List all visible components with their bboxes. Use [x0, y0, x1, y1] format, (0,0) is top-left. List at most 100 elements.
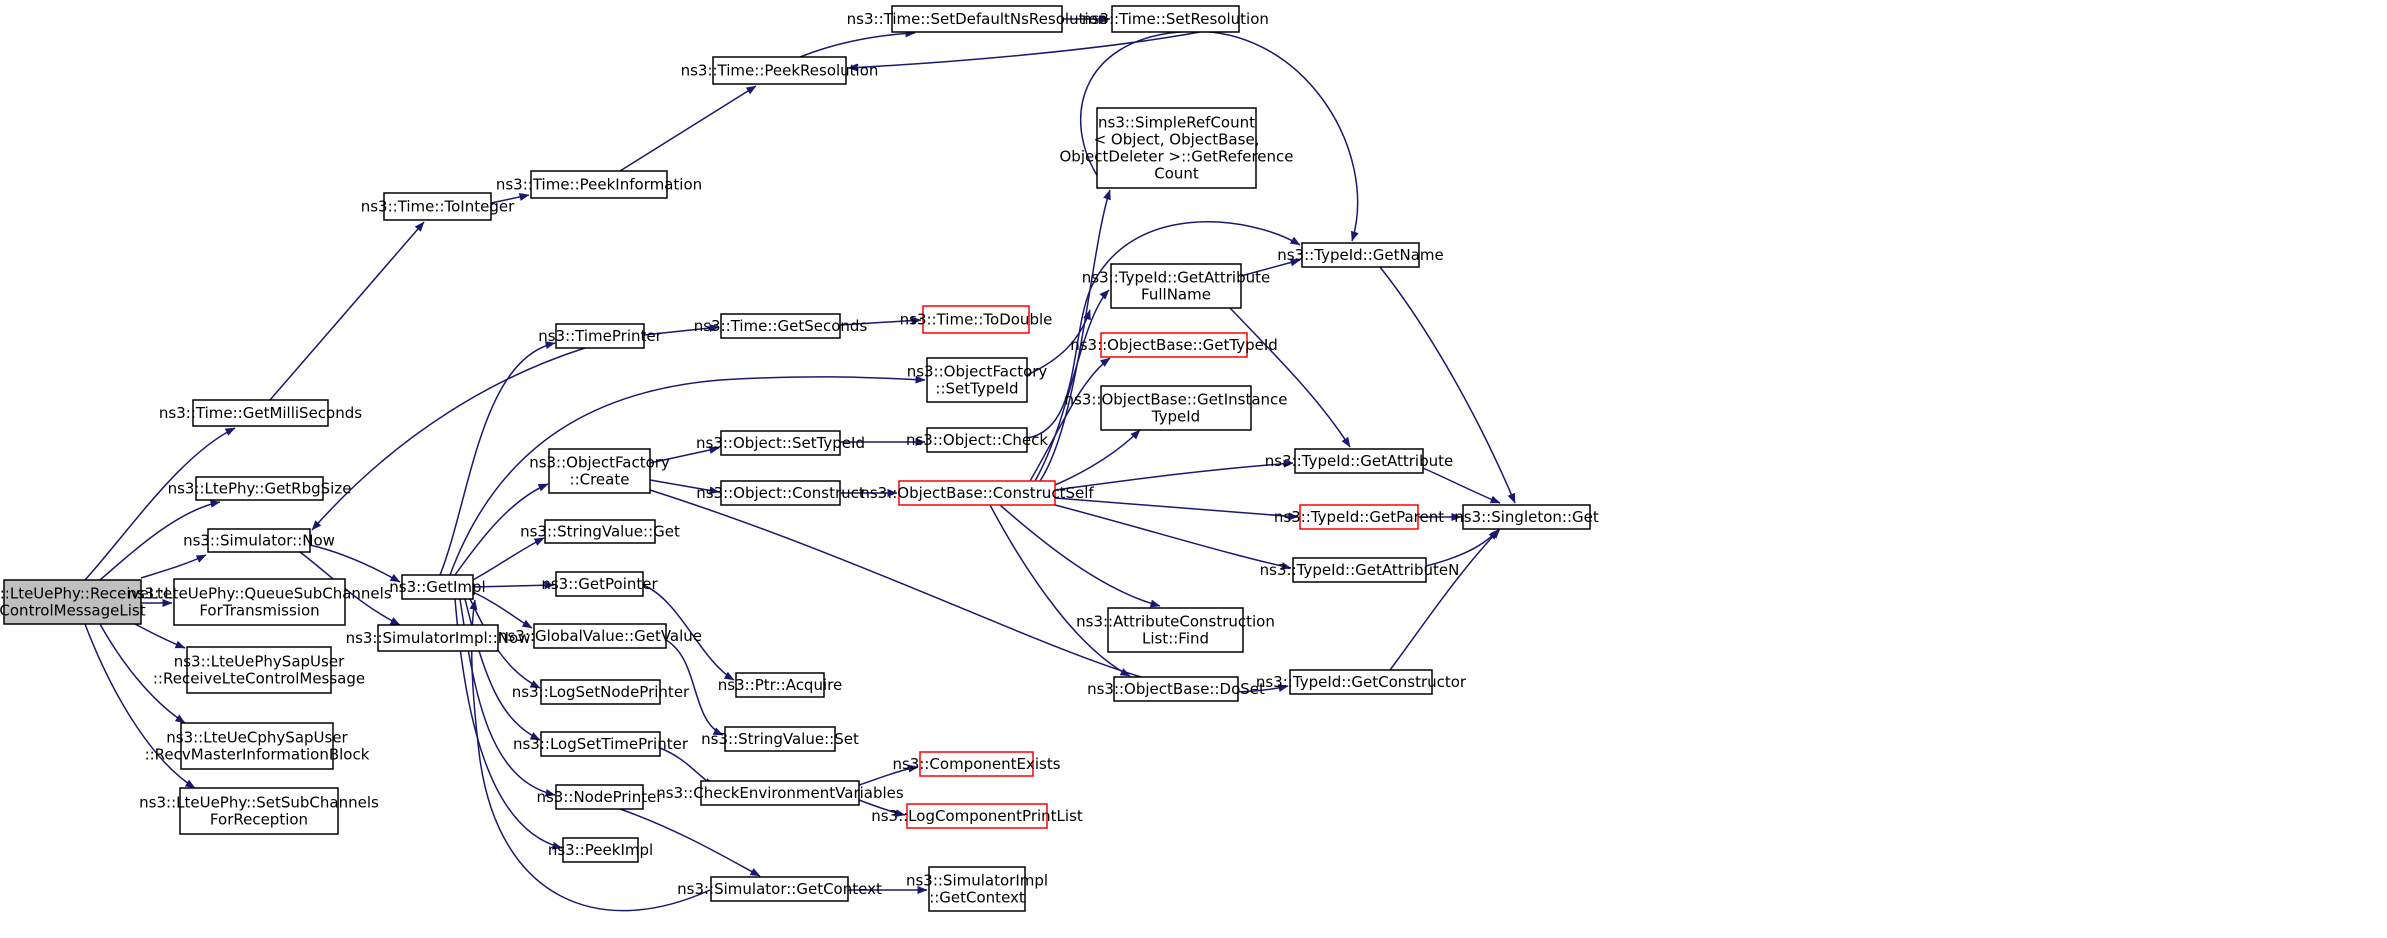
function-node-singletonget[interactable]: ns3::Singleton::Get	[1454, 504, 1599, 530]
function-node-label: ns3::TimePrinter	[538, 327, 662, 345]
function-node-box	[1111, 5, 1240, 33]
function-node-label: ForTransmission	[199, 602, 319, 620]
function-node-peekimpl[interactable]: ns3::PeekImpl	[548, 837, 653, 863]
function-node-rbgsize[interactable]: ns3::LtePhy::GetRbgSize	[168, 476, 352, 501]
function-node-box	[1299, 504, 1419, 530]
call-edge-constructself-to-attrconsfind	[999, 504, 1161, 608]
function-node-queuesub[interactable]: ns3::LteUePhy::QueueSubChannelsForTransm…	[127, 578, 392, 626]
function-node-nodeprinter[interactable]: ns3::NodePrinter	[536, 784, 663, 810]
function-node-timeprinter[interactable]: ns3::TimePrinter	[538, 323, 663, 349]
function-node-label: ns3::Object::Check	[906, 431, 1048, 449]
function-node-logcomplist[interactable]: ns3::LogComponentPrintList	[871, 803, 1083, 829]
function-node-getimpl[interactable]: ns3::GetImpl	[389, 574, 486, 600]
function-node-setres[interactable]: ns3::Time::SetResolution	[1082, 5, 1269, 33]
call-edge-tidgetctor-to-singletonget	[1389, 528, 1501, 671]
function-node-tidgetparent[interactable]: ns3::TypeId::GetParent	[1274, 504, 1444, 530]
function-node-label: ns3::ObjectBase::DoSet	[1087, 680, 1265, 698]
function-node-getmilli[interactable]: ns3::Time::GetMilliSeconds	[159, 399, 362, 427]
function-node-objconstruct[interactable]: ns3::Object::Construct	[696, 480, 865, 506]
function-node-box	[530, 170, 668, 199]
call-edge-logsettime-to-checkenv	[659, 747, 716, 786]
function-node-box	[1100, 385, 1252, 431]
function-nodes: ns3::LteUePhy::ReceiveLteControlMessageL…	[0, 5, 1599, 912]
function-node-label: ns3::TypeId::GetConstructor	[1256, 673, 1467, 691]
function-node-label: ::Create	[570, 471, 630, 489]
function-node-label: ns3::SimpleRefCount	[1098, 114, 1255, 132]
call-edge-attrfullname-to-tidgetname	[1240, 258, 1301, 277]
function-node-setsubrx[interactable]: ns3::LteUePhy::SetSubChannelsForReceptio…	[139, 787, 379, 835]
function-node-box	[712, 56, 847, 85]
function-node-label: ns3::TypeId::GetAttribute	[1265, 452, 1453, 470]
function-node-label: TypeId	[1151, 408, 1200, 426]
function-node-physap[interactable]: ns3::LteUePhySapUser::ReceiveLteControlM…	[153, 646, 365, 694]
function-node-box	[1301, 242, 1420, 268]
function-node-box	[540, 731, 661, 757]
function-node-label: ns3::TypeId::GetParent	[1274, 508, 1444, 526]
function-node-tointeger[interactable]: ns3::Time::ToInteger	[361, 192, 515, 221]
call-edge-getimpl-to-logsetnode	[469, 598, 541, 689]
function-node-objcheck[interactable]: ns3::Object::Check	[906, 427, 1048, 453]
function-node-logsetnode[interactable]: ns3::LogSetNodePrinter	[512, 679, 690, 705]
function-node-label: ns3::SimulatorImpl	[906, 872, 1048, 890]
function-node-root[interactable]: ns3::LteUePhy::ReceiveLteControlMessageL…	[0, 579, 172, 625]
function-node-label: ns3::LteUePhySapUser	[174, 653, 345, 671]
function-node-tidgetctor[interactable]: ns3::TypeId::GetConstructor	[1256, 669, 1467, 695]
function-node-obgettypeid[interactable]: ns3::ObjectBase::GetTypeId	[1070, 332, 1278, 358]
function-node-refcount[interactable]: ns3::SimpleRefCount< Object, ObjectBase,…	[1059, 107, 1294, 189]
function-node-getseconds[interactable]: ns3::Time::GetSeconds	[694, 313, 868, 339]
function-node-logsettime[interactable]: ns3::LogSetTimePrinter	[513, 731, 689, 757]
function-node-label: ns3::LteUeCphySapUser	[166, 729, 348, 747]
function-node-label: ns3::StringValue::Get	[520, 523, 680, 541]
function-node-label: ControlMessageList	[0, 602, 146, 620]
function-node-setdefns[interactable]: ns3::Time::SetDefaultNsResolution	[847, 5, 1108, 33]
function-node-checkenv[interactable]: ns3::CheckEnvironmentVariables	[656, 780, 904, 806]
function-node-tidgetattr[interactable]: ns3::TypeId::GetAttribute	[1265, 448, 1453, 474]
function-node-box	[540, 679, 661, 705]
function-node-ofsettypeid[interactable]: ns3::ObjectFactory::SetTypeId	[907, 357, 1048, 403]
function-node-box	[1462, 504, 1591, 530]
call-edge-getimpl-to-timeprinter	[439, 341, 556, 576]
function-node-label: ns3::Object::SetTypeId	[696, 434, 865, 452]
function-node-label: ns3::TypeId::GetName	[1277, 246, 1443, 264]
function-node-compexists[interactable]: ns3::ComponentExists	[892, 751, 1061, 777]
function-node-simimplnow[interactable]: ns3::SimulatorImpl::Now	[346, 624, 531, 652]
function-node-box	[898, 480, 1056, 506]
function-node-peekinfo[interactable]: ns3::Time::PeekInformation	[496, 170, 702, 199]
call-edge-tointeger-to-peekinfo	[490, 193, 530, 204]
call-edge-globalget-to-stringset	[665, 639, 724, 736]
call-edge-ofcreate-to-objconstruct	[649, 479, 720, 495]
function-node-box	[3, 579, 142, 625]
function-node-tidgetattrn[interactable]: ns3::TypeId::GetAttributeN	[1260, 557, 1460, 583]
function-node-label: ns3::Simulator::Now	[183, 532, 335, 550]
call-edge-peekres-to-setdefns	[799, 29, 916, 58]
function-node-ptracquire[interactable]: ns3::Ptr::Acquire	[718, 672, 842, 698]
function-node-globalget[interactable]: ns3::GlobalValue::GetValue	[498, 623, 702, 649]
function-node-simnow[interactable]: ns3::Simulator::Now	[183, 528, 335, 553]
function-node-box	[555, 323, 645, 349]
function-node-box	[1113, 676, 1239, 702]
function-node-constructself[interactable]: ns3::ObjectBase::ConstructSelf	[860, 480, 1094, 506]
function-node-todouble[interactable]: ns3::Time::ToDouble	[900, 305, 1053, 334]
call-edge-root-to-setsubrx	[84, 623, 196, 789]
function-node-ofcreate[interactable]: ns3::ObjectFactory::Create	[529, 448, 670, 494]
function-node-simimplgetctx[interactable]: ns3::SimulatorImpl::GetContext	[906, 866, 1048, 912]
function-node-objsettypeid[interactable]: ns3::Object::SetTypeId	[696, 430, 865, 456]
function-node-cphysap[interactable]: ns3::LteUeCphySapUser::RecvMasterInforma…	[145, 722, 370, 770]
call-edge-constructself-to-obgetinst	[1054, 429, 1141, 486]
function-node-box	[195, 476, 324, 501]
function-node-stringset[interactable]: ns3::StringValue::Set	[701, 726, 859, 752]
call-edge-tidgetattr-to-singletonget	[1422, 467, 1501, 504]
function-node-tidgetname[interactable]: ns3::TypeId::GetName	[1277, 242, 1444, 268]
call-edge-root-to-physap	[134, 623, 186, 649]
function-node-obdoset[interactable]: ns3::ObjectBase::DoSet	[1087, 676, 1265, 702]
function-node-box	[720, 430, 841, 456]
function-node-box	[700, 780, 860, 806]
function-node-peekres[interactable]: ns3::Time::PeekResolution	[681, 56, 879, 85]
function-node-stringget[interactable]: ns3::StringValue::Get	[520, 519, 680, 544]
function-node-getpointer[interactable]: ns3::GetPointer	[541, 571, 658, 597]
call-edge-getimpl-to-globalget	[472, 591, 533, 629]
function-node-simgetctx[interactable]: ns3::Simulator::GetContext	[677, 876, 882, 902]
